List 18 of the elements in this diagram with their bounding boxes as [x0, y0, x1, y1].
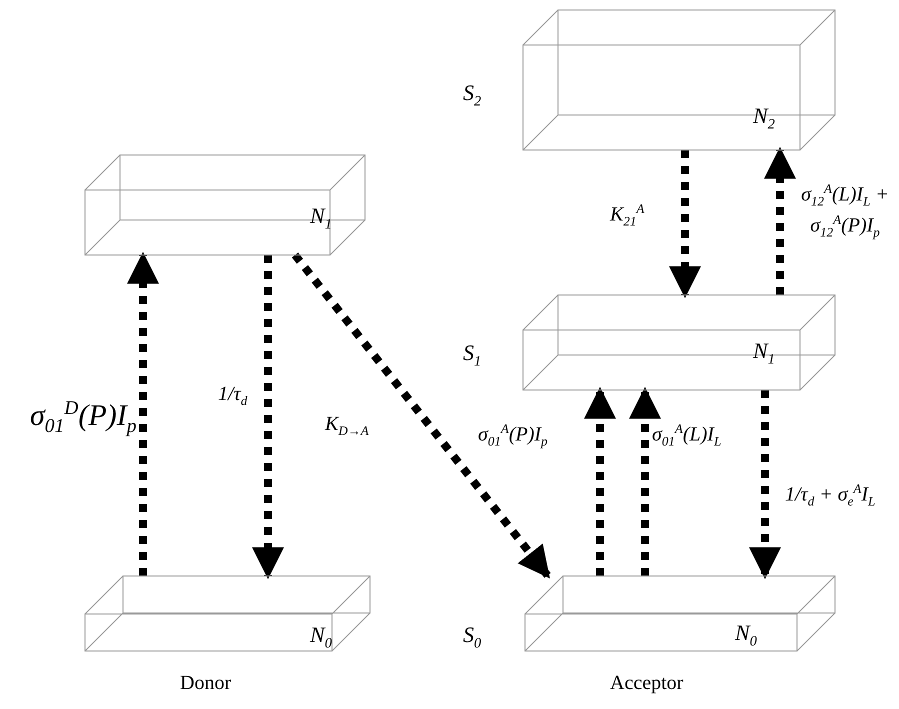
dotted-arrow — [629, 386, 661, 576]
dotted-arrow — [584, 386, 616, 576]
dotted-arrow — [749, 390, 781, 580]
dotted-arrow — [669, 150, 701, 298]
state-label: S$_{2}$ — [463, 82, 482, 109]
caption-text: Acceptor — [610, 672, 684, 695]
level-label: N$_{0}$ — [310, 624, 332, 651]
dotted-arrow — [764, 146, 796, 295]
dotted-arrow — [127, 252, 159, 576]
caption-text: Donor — [180, 672, 232, 695]
level-label: N$_{1}$ — [753, 340, 775, 367]
state-label: S$_{1}$ — [463, 342, 482, 369]
dotted-arrow — [252, 255, 284, 580]
level-label: N$_{2}$ — [753, 105, 775, 132]
level-label: N$_{0}$ — [735, 622, 757, 649]
level-label: N$_{1}$ — [310, 205, 332, 232]
state-label: S$_{0}$ — [463, 624, 482, 651]
dotted-arrow — [292, 252, 552, 579]
